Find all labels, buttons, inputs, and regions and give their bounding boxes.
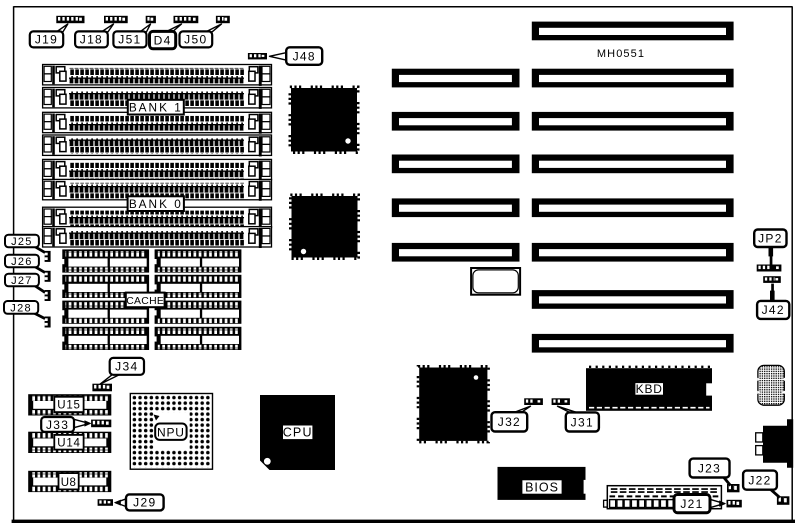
svg-text:J42: J42 [762, 303, 785, 317]
svg-text:BIOS: BIOS [525, 481, 559, 495]
svg-text:U8: U8 [61, 477, 77, 489]
svg-text:J25: J25 [11, 236, 33, 248]
svg-text:J21: J21 [680, 497, 703, 511]
svg-text:J34: J34 [115, 360, 138, 374]
svg-text:J33: J33 [46, 418, 69, 432]
svg-text:J18: J18 [80, 33, 103, 47]
svg-text:BANK 1: BANK 1 [129, 100, 183, 114]
svg-text:J19: J19 [35, 33, 58, 47]
svg-text:CACHE: CACHE [126, 296, 164, 307]
svg-text:J32: J32 [498, 415, 521, 429]
svg-text:D4: D4 [154, 33, 172, 47]
svg-text:NPU: NPU [157, 425, 185, 439]
svg-text:J23: J23 [698, 461, 721, 475]
svg-text:J26: J26 [11, 256, 33, 268]
svg-text:J27: J27 [11, 275, 33, 287]
svg-text:J28: J28 [10, 302, 32, 314]
svg-text:J48: J48 [293, 49, 316, 63]
svg-text:BANK 0: BANK 0 [129, 197, 183, 211]
svg-text:U14: U14 [57, 438, 81, 450]
svg-text:MH0551: MH0551 [597, 48, 645, 60]
svg-text:J50: J50 [184, 33, 207, 47]
svg-text:J31: J31 [571, 415, 594, 429]
svg-text:J29: J29 [133, 496, 156, 510]
svg-text:J51: J51 [118, 33, 141, 47]
svg-text:J22: J22 [748, 474, 771, 488]
svg-text:JP2: JP2 [758, 232, 783, 246]
svg-text:CPU: CPU [283, 426, 313, 440]
svg-text:U15: U15 [57, 400, 81, 412]
svg-text:KBD: KBD [636, 382, 663, 396]
